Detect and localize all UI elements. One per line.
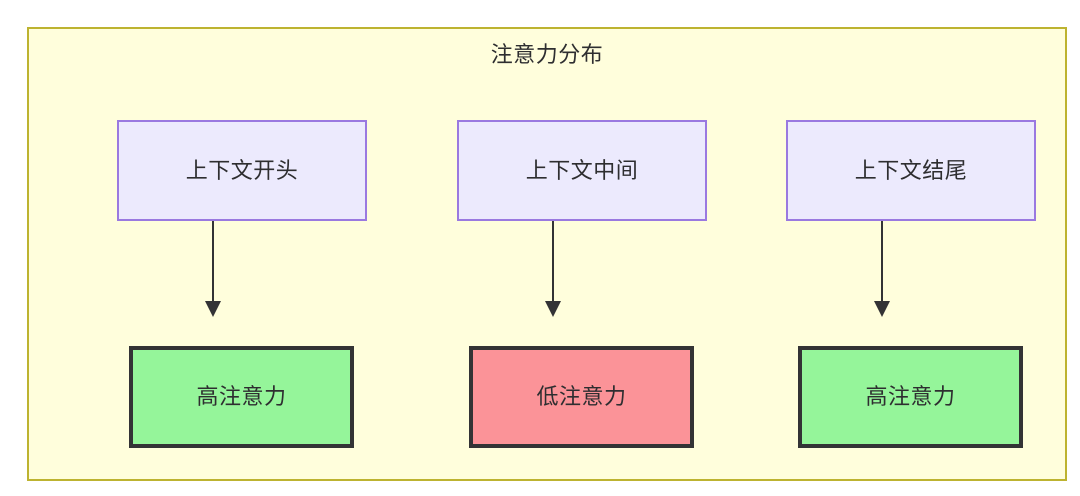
node-attention-middle[interactable]: 低注意力: [469, 346, 694, 448]
node-context-end[interactable]: 上下文结尾: [786, 120, 1036, 221]
node-attention-start[interactable]: 高注意力: [129, 346, 354, 448]
node-context-middle[interactable]: 上下文中间: [457, 120, 707, 221]
subgraph-container: 注意力分布 上下文开头 高注意力 上下文中间 低注意力: [27, 27, 1067, 481]
node-context-start[interactable]: 上下文开头: [117, 120, 367, 221]
diagram-title: 注意力分布: [490, 42, 604, 67]
node-attention-end[interactable]: 高注意力: [798, 346, 1023, 448]
